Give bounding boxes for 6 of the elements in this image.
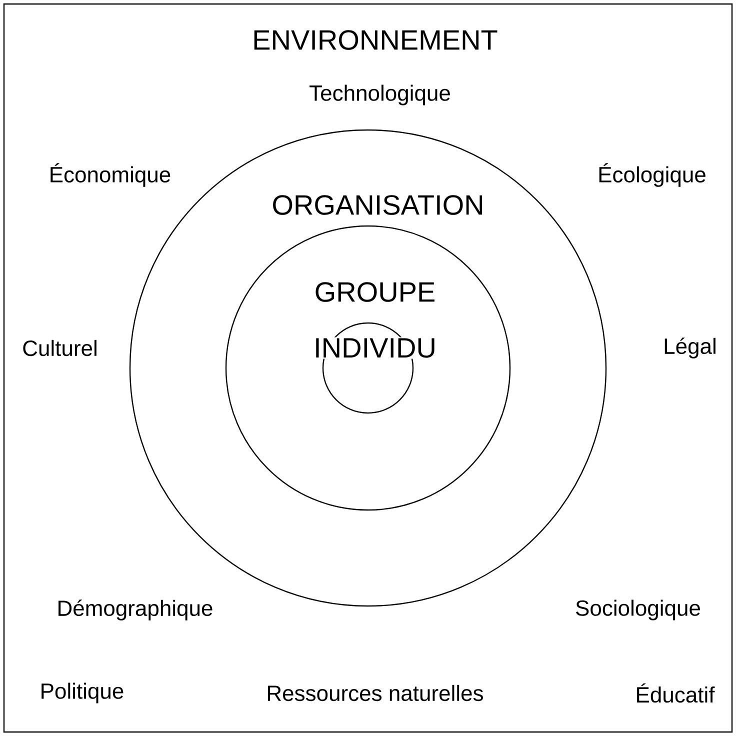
factor-label: Culturel (23, 340, 96, 356)
factor-label: Politique (42, 682, 124, 704)
factor-label: Technologique (310, 84, 450, 106)
factor-label: Éducatif (637, 683, 715, 703)
factor-label: Légal (664, 338, 716, 358)
factor-label: Ressources naturelles (268, 684, 483, 702)
